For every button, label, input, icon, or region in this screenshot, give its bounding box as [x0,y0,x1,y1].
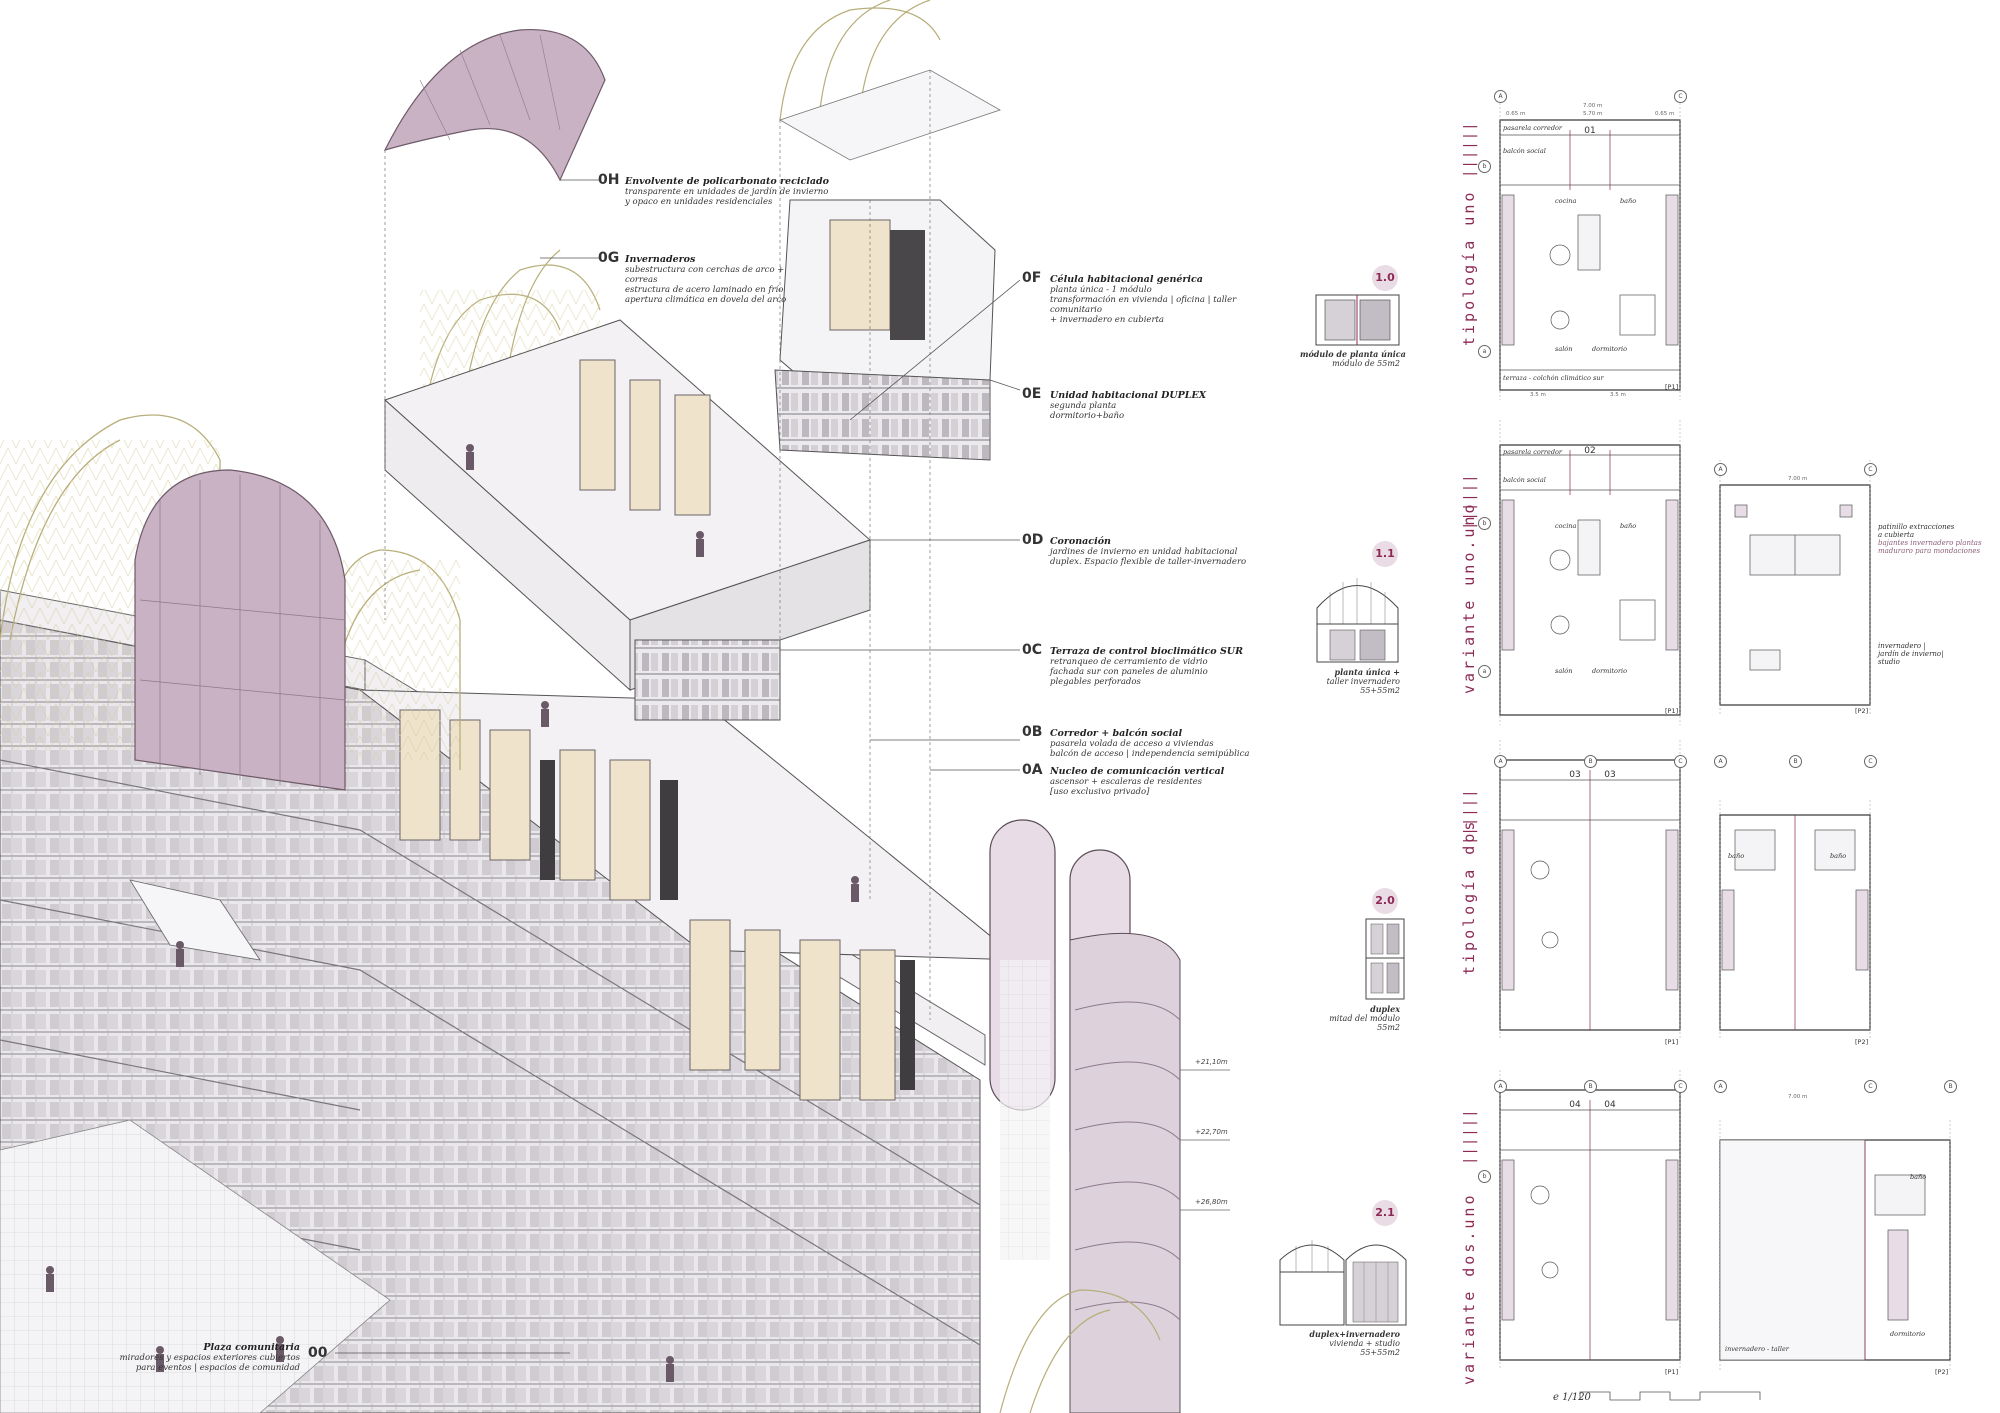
unit-code-1: 01 [1584,126,1596,136]
typology-title-4: variante dos.uno [1460,1192,1478,1386]
room-living-2: salón [1555,667,1573,675]
typology-number-3: 2.0 [1372,888,1398,914]
dim-2: 5.70 m [1583,111,1603,117]
axis-B-4: B [1584,755,1597,768]
axis-b-3: b [1478,1170,1491,1183]
room-terrace-1: terraza - colchón climático sur [1503,374,1604,382]
plan-label-3-p2: [P2] [1855,1038,1869,1046]
unit-code-2: 02 [1584,446,1596,456]
note-extraction: patinillo extracciones a cubierta bajant… [1878,523,1982,555]
elevation-2: +22,70m [1195,1128,1228,1136]
typology-diagram-1 [1315,294,1400,346]
room-workshop-4: invernadero - taller [1725,1345,1789,1353]
typology-title-2: variante uno.uno [1460,501,1478,695]
axis-A-6: A [1494,1080,1507,1093]
dim-6: 3.5 m [1530,392,1546,398]
floor-plans [1499,95,1951,1401]
axis-A-4: A [1494,755,1507,768]
typology-number-4: 2.1 [1372,1200,1398,1226]
typology-diagram-3 [1365,918,1405,1000]
plan-label-4-p1: [P1] [1665,1368,1679,1376]
typology-number-1: 1.0 [1372,265,1398,291]
axis-C-6: C [1674,1080,1687,1093]
axis-A-3: A [1714,463,1727,476]
typology-diagram-2 [1316,578,1399,663]
room-balcony-2: balcón social [1503,476,1546,484]
axis-C-5: C [1864,755,1877,768]
axis-C-4: C [1674,755,1687,768]
room-kitchen-1: cocina [1555,197,1577,205]
room-bedroom-1: dormitorio [1592,345,1628,353]
room-bath-3b: baño [1830,852,1847,860]
axis-a-1: a [1478,345,1491,358]
axis-B-5: B [1789,755,1802,768]
room-bath-4: baño [1910,1173,1927,1181]
dim-3: 0.65 m [1506,111,1526,117]
axis-B-7: B [1944,1080,1957,1093]
axis-A-7: A [1714,1080,1727,1093]
axis-A-1: A [1494,90,1507,103]
axis-C-1: C [1674,90,1687,103]
axis-C-3: C [1864,463,1877,476]
room-bath-1: baño [1620,197,1637,205]
room-bath-2: baño [1620,522,1637,530]
plan-label-2-p2: [P2] [1855,707,1869,715]
unit-code-3a: 03 [1569,770,1581,780]
axis-C-7: C [1864,1080,1877,1093]
plan-label-2-p1: [P1] [1665,707,1679,715]
plan-label-1-p1: [P1] [1665,383,1679,391]
axis-a-2: a [1478,665,1491,678]
unit-code-4b: 04 [1604,1100,1616,1110]
axis-A-5: A [1714,755,1727,768]
room-bath-3a: baño [1728,852,1745,860]
typology-bars-4: |||||| [1462,1108,1478,1165]
axis-b-2: b [1478,517,1491,530]
elevation-3: +26,80m [1195,1198,1228,1206]
room-kitchen-2: cocina [1555,522,1577,530]
dim-4: 0.65 m [1655,111,1675,117]
unit-code-3b: 03 [1604,770,1616,780]
scale-label: e 1/120 [1553,1392,1591,1403]
dim-5: 7.00 m [1788,476,1808,482]
dim-8: 7.00 m [1788,1094,1808,1100]
typology-diagram-4 [1279,1240,1407,1326]
room-bedroom-2: dormitorio [1592,667,1628,675]
axis-B-6: B [1584,1080,1597,1093]
room-corridor-2: pasarela corredor [1503,448,1563,456]
room-corridor-1: pasarela corredor [1503,124,1563,132]
axis-b-1: b [1478,160,1491,173]
typology-title-1: tipología uno [1460,189,1478,346]
unit-code-4a: 04 [1569,1100,1581,1110]
elevation-1: +21,10m [1195,1058,1228,1066]
room-bedroom-4: dormitorio [1890,1330,1926,1338]
room-living-1: salón [1555,345,1573,353]
typology-bars-1: |||||| [1462,121,1478,178]
plan-label-3-p1: [P1] [1665,1038,1679,1046]
note-greenhouse: invernadero | jardín de invierno| studio [1878,642,1944,666]
plan-label-4-p2: [P2] [1935,1368,1949,1376]
typology-bars-2: |||||| [1462,473,1478,530]
dim-7: 3.5 m [1610,392,1626,398]
typology-number-2: 1.1 [1372,541,1398,567]
room-balcony-1: balcón social [1503,147,1546,155]
typology-bars-3: |||||| [1462,788,1478,845]
dim-1: 7.00 m [1583,103,1603,109]
axonometric-drawing [0,0,1230,1413]
